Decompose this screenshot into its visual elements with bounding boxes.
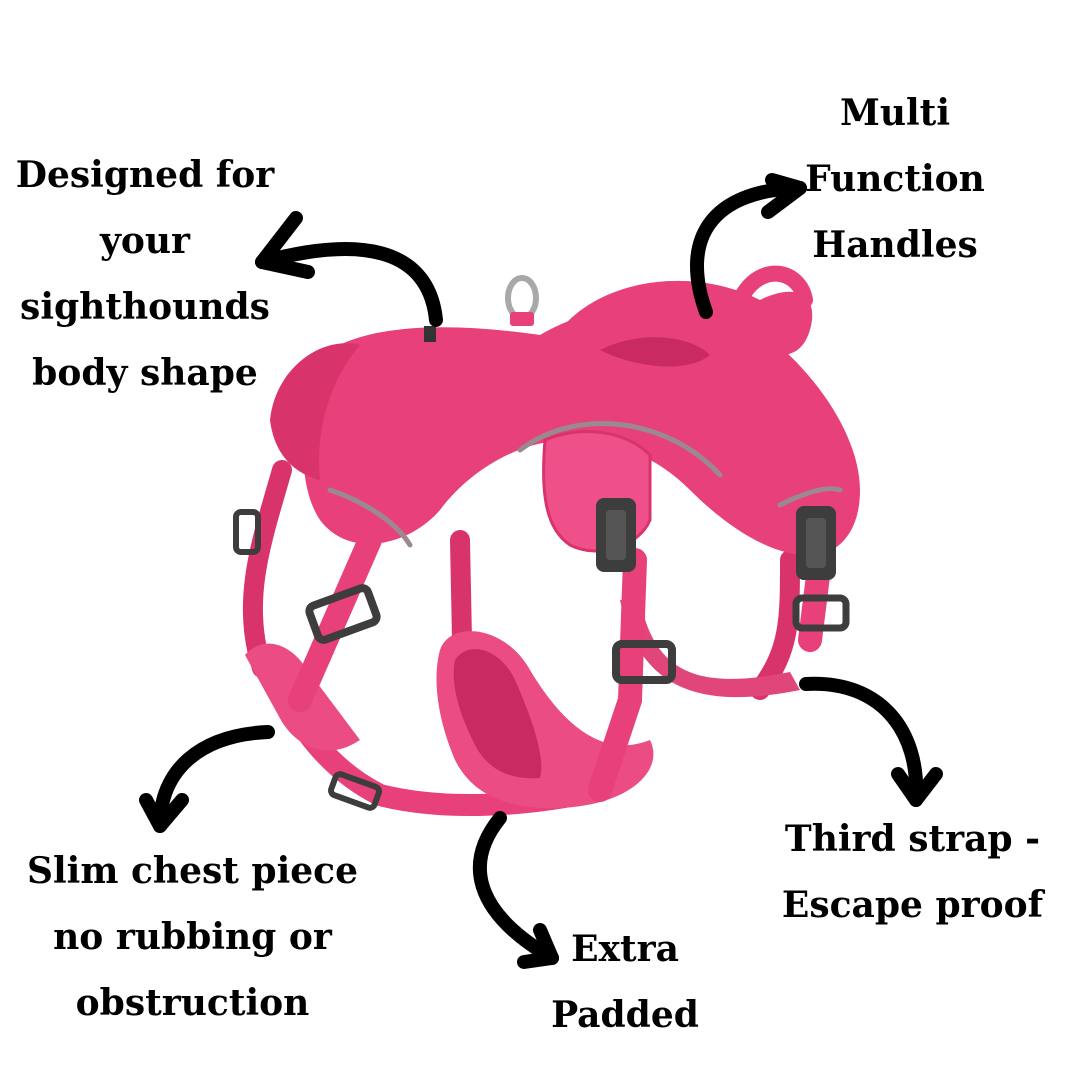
- callout-line: Escape proof: [781, 884, 1044, 926]
- slide-adjuster: [233, 509, 261, 555]
- callout-third-strap: Third strap - Escape proof: [770, 806, 1055, 938]
- arrow-icon: [690, 173, 807, 319]
- callout-line: Extra: [571, 928, 679, 970]
- slide-adjuster: [612, 640, 676, 684]
- buckle: [596, 498, 636, 572]
- arrow-icon: [139, 725, 275, 833]
- callout-line: Designed for: [15, 154, 275, 196]
- slide-adjuster: [305, 584, 381, 644]
- dog-harness: [233, 265, 860, 816]
- left-wing-pad: [270, 343, 360, 480]
- callout-line: Handles: [812, 224, 978, 266]
- callout-line: no rubbing or: [53, 916, 332, 958]
- callout-line: sighthounds: [20, 286, 270, 328]
- callout-line: Multi: [839, 92, 950, 134]
- arrow-icon: [473, 811, 559, 969]
- callout-line: your: [99, 220, 191, 262]
- callout-line: Slim chest piece: [27, 850, 358, 892]
- callout-chest-piece: Slim chest piece no rubbing or obstructi…: [20, 838, 365, 1036]
- callout-line: Third strap -: [784, 818, 1041, 860]
- callout-extra-padded: Extra Padded: [540, 916, 710, 1048]
- slide-adjuster: [328, 771, 382, 811]
- callout-handles: Multi Function Handles: [790, 80, 1000, 278]
- third-strap-loop: [620, 600, 800, 698]
- slide-adjuster: [792, 594, 850, 632]
- brand-tag: [424, 326, 436, 342]
- handle-mesh: [600, 337, 710, 367]
- callout-line: Function: [805, 158, 985, 200]
- arrow-icon: [255, 211, 443, 327]
- harness-body-pad: [303, 302, 860, 556]
- leash-d-ring: [505, 275, 539, 326]
- arrow-icon: [799, 676, 943, 807]
- callout-body-shape: Designed for your sighthounds body shape: [10, 142, 280, 406]
- callout-line: Padded: [551, 994, 699, 1036]
- callout-line: body shape: [32, 352, 258, 394]
- buckle: [796, 506, 836, 580]
- reflective-piping: [327, 421, 843, 548]
- callout-line: obstruction: [75, 982, 310, 1024]
- handle-loop: [732, 265, 813, 308]
